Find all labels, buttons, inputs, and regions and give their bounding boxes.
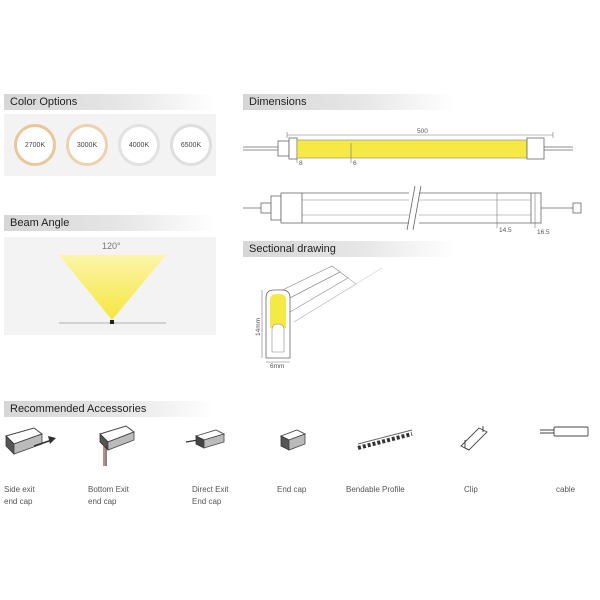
cable-icon bbox=[540, 426, 589, 437]
dimensions-header: Dimensions bbox=[243, 94, 455, 110]
accessory-label-line: Bendable Profile bbox=[346, 485, 405, 494]
accessory-label-line: Side exit bbox=[4, 485, 35, 494]
sectional-drawing-title: Sectional drawing bbox=[249, 243, 336, 255]
dimensions-title: Dimensions bbox=[249, 96, 307, 108]
accessory-label-line: cable bbox=[556, 485, 576, 494]
color-option-6500k: 6500K bbox=[170, 124, 212, 166]
end-cap-right bbox=[526, 137, 545, 160]
end-cap-icon bbox=[279, 429, 307, 451]
color-options-header: Color Options bbox=[4, 94, 216, 110]
sect-width-label: 6mm bbox=[270, 363, 284, 370]
beam-angle-title: Beam Angle bbox=[10, 217, 70, 229]
side-plug-left bbox=[260, 202, 272, 214]
color-option-label: 6500K bbox=[180, 141, 202, 149]
recommended-accessories-header: Recommended Accessories bbox=[4, 401, 214, 417]
sect-height-label: 14mm bbox=[255, 318, 262, 336]
accessory-label-line: end cap bbox=[88, 497, 117, 506]
clip-icon bbox=[460, 426, 488, 451]
accessory-label-side-exit: Side exit end cap bbox=[4, 484, 35, 508]
dim-cap-label: 8 bbox=[299, 160, 303, 167]
side-plug-right bbox=[572, 202, 582, 214]
accessory-label-line: Bottom Exit bbox=[88, 485, 129, 494]
color-option-3000k: 3000K bbox=[66, 124, 108, 166]
accessory-label-line: Direct Exit bbox=[192, 485, 229, 494]
accessory-label-direct-exit: Direct Exit End cap bbox=[192, 484, 228, 508]
dim-length-label: 500 bbox=[417, 128, 428, 135]
side-break-gap bbox=[409, 188, 419, 228]
accessory-label-end-cap: End cap bbox=[277, 484, 306, 496]
color-option-label: 3000K bbox=[76, 141, 98, 149]
bottom-exit-end-cap-icon bbox=[99, 425, 136, 466]
beam-angle-label: 120° bbox=[102, 241, 121, 251]
color-option-label: 4000K bbox=[128, 141, 150, 149]
color-option-label: 2700K bbox=[24, 141, 46, 149]
recommended-accessories-title: Recommended Accessories bbox=[10, 403, 147, 415]
accessory-label-bottom-exit: Bottom Exit end cap bbox=[88, 484, 129, 508]
led-phosphor bbox=[270, 294, 286, 328]
beam-angle-panel: 120° bbox=[4, 237, 216, 335]
color-options-panel: 2700K 3000K 4000K 6500K bbox=[4, 114, 216, 176]
color-options-title: Color Options bbox=[10, 96, 78, 108]
led-source bbox=[110, 320, 114, 324]
accessory-label-line: end cap bbox=[4, 497, 33, 506]
profile-extrusion-lines-3 bbox=[293, 267, 383, 323]
dim-spacing-label: 6 bbox=[353, 160, 357, 167]
bendable-profile-icon bbox=[357, 429, 413, 450]
end-cap-left-inner bbox=[288, 137, 298, 160]
accessory-label-bendable-profile: Bendable Profile bbox=[346, 484, 405, 496]
beam-angle-diagram bbox=[59, 255, 166, 324]
dimensions-drawing: 500 8 6 14.5 16.5 bbox=[243, 128, 582, 236]
side-break-a bbox=[406, 185, 416, 231]
sectional-drawing-header: Sectional drawing bbox=[243, 241, 455, 257]
color-option-2700k: 2700K bbox=[14, 124, 56, 166]
profile-inner-cavity bbox=[271, 323, 285, 353]
accessory-label-line: End cap bbox=[277, 485, 307, 494]
side-break-b bbox=[412, 185, 422, 231]
beam-angle-header: Beam Angle bbox=[4, 215, 216, 231]
dim-height-label-1: 14.5 bbox=[499, 227, 512, 234]
beam-cone bbox=[59, 255, 166, 320]
accessory-label-line: Clip bbox=[464, 485, 478, 494]
accessory-label-line: End cap bbox=[192, 497, 222, 506]
direct-exit-end-cap-icon bbox=[185, 429, 226, 449]
accessory-label-cable: cable bbox=[556, 484, 575, 496]
side-exit-end-cap-icon bbox=[5, 427, 56, 455]
side-cap-left bbox=[270, 195, 282, 221]
side-cap-right bbox=[530, 192, 542, 224]
sectional-drawing: 14mm 6mm bbox=[255, 265, 383, 370]
side-cap-left-body bbox=[280, 192, 303, 224]
end-cap-left bbox=[277, 140, 290, 157]
led-strip-body bbox=[296, 139, 528, 159]
color-option-4000k: 4000K bbox=[118, 124, 160, 166]
dim-height-label-2: 16.5 bbox=[537, 229, 550, 236]
accessory-label-clip: Clip bbox=[464, 484, 478, 496]
